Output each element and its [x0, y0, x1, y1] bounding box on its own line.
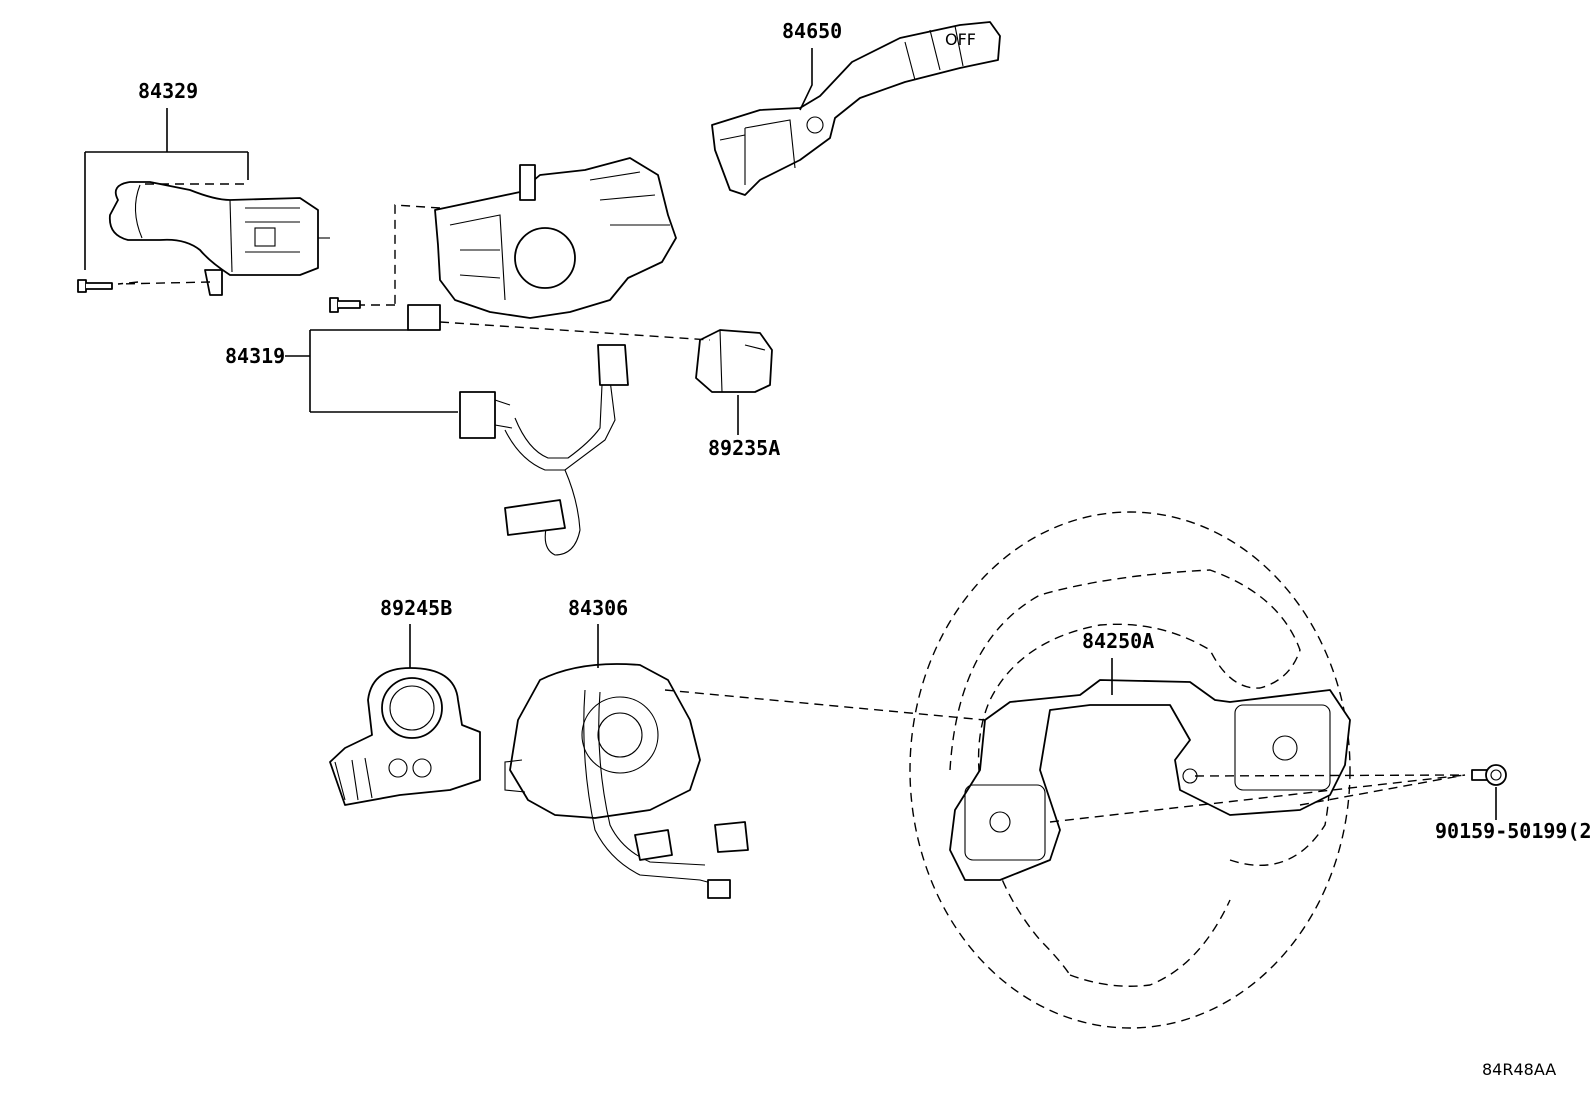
dash-89235A	[439, 321, 711, 341]
sensor-89235A	[695, 329, 773, 393]
steering-wheel-84250A	[909, 511, 1351, 1029]
screw-84329	[77, 279, 113, 293]
screw-84319	[329, 297, 361, 313]
label-84329: 84329	[138, 79, 198, 103]
dash-84329	[117, 183, 248, 285]
label-84650: 84650	[782, 19, 842, 43]
label-84250A: 84250A	[1082, 629, 1154, 653]
leader-84329	[84, 108, 249, 270]
angle-sensor-89245B	[329, 667, 481, 806]
wiper-switch-84650: OFF	[711, 21, 1001, 196]
combination-switch-body	[407, 157, 677, 331]
leader-84319	[285, 329, 458, 413]
leader-84650	[799, 48, 813, 111]
switch-markings: OFF	[945, 30, 976, 49]
dash-switch-body	[352, 204, 441, 306]
lever-switch-84329	[108, 181, 330, 296]
label-89245B: 89245B	[380, 596, 452, 620]
dash-screws	[1049, 774, 1466, 823]
label-84319: 84319	[225, 344, 285, 368]
screw-90159	[1471, 764, 1507, 786]
spiral-cable-84306	[504, 663, 749, 899]
diagram-ref-code: 84R48AA	[1482, 1060, 1556, 1079]
label-89235A: 89235A	[708, 436, 780, 460]
label-90159: 90159-50199(2)	[1435, 819, 1592, 843]
dash-84306	[664, 689, 986, 721]
wiring-harness-84319	[459, 344, 629, 556]
label-84306: 84306	[568, 596, 628, 620]
